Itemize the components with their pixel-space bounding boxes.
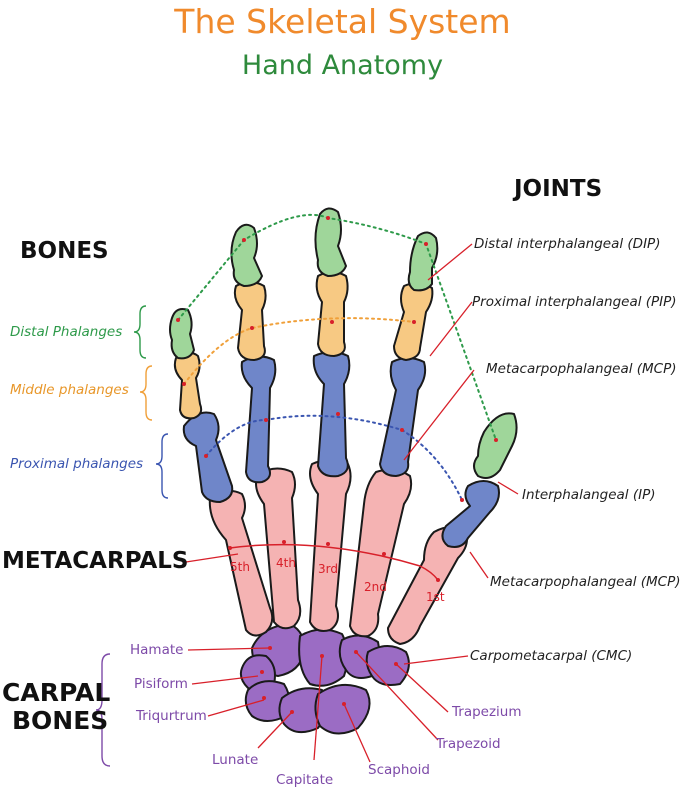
distal-phalanx-2nd [407, 231, 439, 292]
carpal-scaphoid [314, 683, 371, 735]
proximal-phalanx-1st [441, 480, 500, 548]
bones-heading: BONES [20, 238, 109, 264]
pip-joint-arc [183, 317, 415, 385]
carpal-bones [239, 623, 410, 735]
metacarpal-arc [229, 543, 439, 581]
joint-label-pip: Proximal interphalangeal (PIP) [472, 294, 677, 310]
proximal-phalanges-label: Proximal phalanges [10, 456, 144, 472]
joint-label-mcp: Metacarpophalangeal (MCP) [486, 361, 677, 377]
joints-heading: JOINTS [514, 176, 603, 202]
carpal-label-trapezoid: Trapezoid [436, 736, 501, 752]
carpal-lunate [278, 687, 328, 734]
carpal-label-pisiform: Pisiform [134, 676, 188, 692]
middle-phalanx-4th [233, 281, 267, 361]
proximal-phalanx-2nd [379, 357, 427, 477]
carpal-brace [95, 653, 111, 767]
distal-phalanx-5th [169, 308, 195, 360]
metacarpal-bones [208, 459, 468, 645]
joint-label-dip: Distal interphalangeal (DIP) [474, 236, 661, 252]
distal-phalanges [169, 207, 518, 479]
middle-phalanx-3rd [315, 271, 349, 357]
proximal-phalanx-5th [182, 411, 234, 503]
distal-phalanx-3rd [314, 207, 347, 277]
proximal-brace [155, 433, 169, 499]
carpal-heading-line2: BONES [12, 706, 109, 735]
proximal-phalanges [182, 351, 500, 548]
metacarpal-2nd [349, 468, 413, 638]
distal-phalanges-label: Distal Phalanges [10, 324, 123, 340]
pointer-lines [185, 243, 519, 763]
metacarpals-heading: METACARPALS [2, 548, 189, 574]
carpal-trapezium [365, 645, 410, 686]
metacarpal-label-4th: 4th [276, 556, 296, 570]
metacarpal-label-1st: 1st [426, 590, 445, 604]
proximal-phalanx-4th [240, 355, 277, 484]
metacarpal-5th [208, 489, 274, 637]
page-subtitle: Hand Anatomy [241, 50, 444, 81]
joint-label-thumb-mcp: Metacarpophalangeal (MCP) [490, 574, 681, 590]
metacarpal-4th [255, 467, 302, 630]
carpal-heading-line1: CARPAL [2, 678, 111, 707]
carpal-label-hamate: Hamate [130, 642, 184, 658]
carpal-label-lunate: Lunate [212, 752, 259, 768]
page-title: The Skeletal System [174, 2, 511, 41]
carpal-label-capitate: Capitate [276, 772, 334, 788]
carpal-label-triqurtrum: Triqurtrum [136, 708, 207, 724]
carpal-label-trapezium: Trapezium [452, 704, 522, 720]
proximal-phalanx-3rd [312, 351, 351, 478]
distal-phalanx-4th [230, 223, 263, 287]
joint-label-ip: Interphalangeal (IP) [522, 487, 656, 503]
distal-phalanx-1st [473, 412, 518, 479]
middle-phalanges [173, 271, 434, 420]
carpal-label-scaphoid: Scaphoid [368, 762, 430, 778]
metacarpal-label-3rd: 3rd [318, 562, 338, 576]
metacarpal-label-5th: 5th [230, 560, 250, 574]
middle-phalanx-5th [173, 351, 203, 420]
distal-brace [133, 305, 147, 359]
middle-brace [139, 365, 153, 421]
middle-phalanges-label: Middle phalanges [10, 382, 129, 398]
joint-label-cmc: Carpometacarpal (CMC) [470, 648, 633, 664]
metacarpal-label-2nd: 2nd [364, 580, 387, 594]
mcp-joint-arc [205, 414, 463, 501]
